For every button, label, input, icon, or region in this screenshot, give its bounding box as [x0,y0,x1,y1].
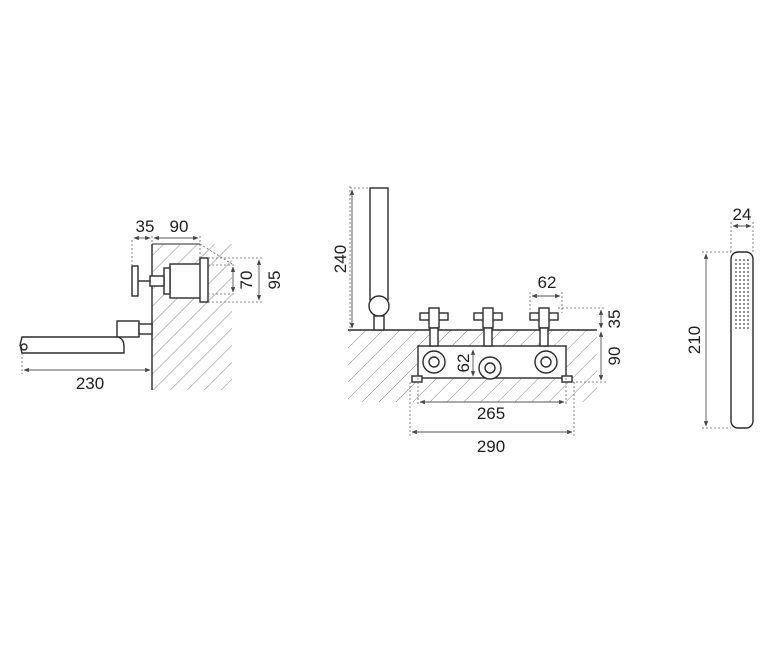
nozzle-dot [739,319,741,321]
nozzle-dot [739,287,741,289]
nozzle-dot [735,319,737,321]
nozzle-dot [739,299,741,301]
nozzle-dot [735,311,737,313]
nozzle-dot [743,323,745,325]
nozzle-dot [747,303,749,305]
nozzle-dot [735,275,737,277]
nozzle-dot [739,303,741,305]
nozzle-dot [743,275,745,277]
dim-overall-width: 290 [477,437,505,456]
nozzle-dot [747,267,749,269]
dim-handshower-width: 24 [733,205,752,224]
side-view: 230 35 90 70 95 [19,217,284,393]
dim-flange-large: 95 [265,271,284,290]
nozzle-dot [743,291,745,293]
nozzle-dot [743,295,745,297]
nozzle-dot [739,275,741,277]
nozzle-dot [735,327,737,329]
nozzle-dot [739,263,741,265]
nozzle-dot [743,271,745,273]
dim-depth: 90 [170,217,189,236]
handshower-perforation [735,259,749,329]
dim-body-height: 90 [605,347,624,366]
nozzle-dot [747,315,749,317]
nozzle-dot [735,303,737,305]
nozzle-dot [743,267,745,269]
nozzle-dot [735,323,737,325]
nozzle-dot [735,271,737,273]
nozzle-dot [743,307,745,309]
side-handle-body [131,257,209,303]
nozzle-dot [743,327,745,329]
dim-inner-width: 265 [477,404,505,423]
side-spout [19,320,153,354]
nozzle-dot [735,259,737,261]
nozzle-dot [747,299,749,301]
nozzle-dot [739,311,741,313]
nozzle-dot [747,311,749,313]
nozzle-dot [743,259,745,261]
nozzle-dot [743,263,745,265]
nozzle-dot [743,315,745,317]
nozzle-dot [747,279,749,281]
nozzle-dot [747,307,749,309]
front-body [411,345,573,383]
nozzle-dot [735,307,737,309]
nozzle-dot [735,299,737,301]
nozzle-dot [743,299,745,301]
dim-port-spacing: 62 [454,354,473,373]
nozzle-dot [735,315,737,317]
nozzle-dot [739,291,741,293]
nozzle-dot [739,307,741,309]
nozzle-dot [747,327,749,329]
nozzle-dot [739,327,741,329]
nozzle-dot [747,259,749,261]
nozzle-dot [739,259,741,261]
nozzle-dot [739,283,741,285]
nozzle-dot [747,283,749,285]
front-shower-holder [368,187,390,331]
nozzle-dot [747,291,749,293]
dim-spout-reach: 230 [76,374,104,393]
nozzle-dot [735,287,737,289]
nozzle-dot [743,311,745,313]
dim-offset: 35 [136,217,155,236]
nozzle-dot [747,287,749,289]
nozzle-dot [743,287,745,289]
nozzle-dot [735,263,737,265]
nozzle-dot [747,271,749,273]
nozzle-dot [735,283,737,285]
front-view: 240 62 35 90 62 265 290 [331,186,624,456]
dim-handle-rise: 35 [605,310,624,329]
nozzle-dot [747,295,749,297]
front-handle-left [419,307,449,347]
nozzle-dot [739,295,741,297]
nozzle-dot [735,279,737,281]
nozzle-dot [743,283,745,285]
nozzle-dot [735,295,737,297]
dim-flange-small: 70 [237,271,256,290]
front-handle-center [473,307,503,347]
nozzle-dot [747,323,749,325]
nozzle-dot [739,267,741,269]
nozzle-dot [743,303,745,305]
dim-handle-spacing: 62 [538,273,557,292]
nozzle-dot [747,319,749,321]
nozzle-dot [743,279,745,281]
handshower-view: 24 210 [685,205,754,429]
nozzle-dot [739,323,741,325]
dim-handshower-length: 210 [685,326,704,354]
handshower-body [730,251,754,429]
nozzle-dot [747,263,749,265]
nozzle-dot [743,319,745,321]
dim-shower-height: 240 [331,245,350,273]
nozzle-dot [735,267,737,269]
nozzle-dot [739,315,741,317]
front-handle-right [529,307,559,347]
nozzle-dot [747,275,749,277]
nozzle-dot [735,291,737,293]
nozzle-dot [739,271,741,273]
nozzle-dot [739,279,741,281]
